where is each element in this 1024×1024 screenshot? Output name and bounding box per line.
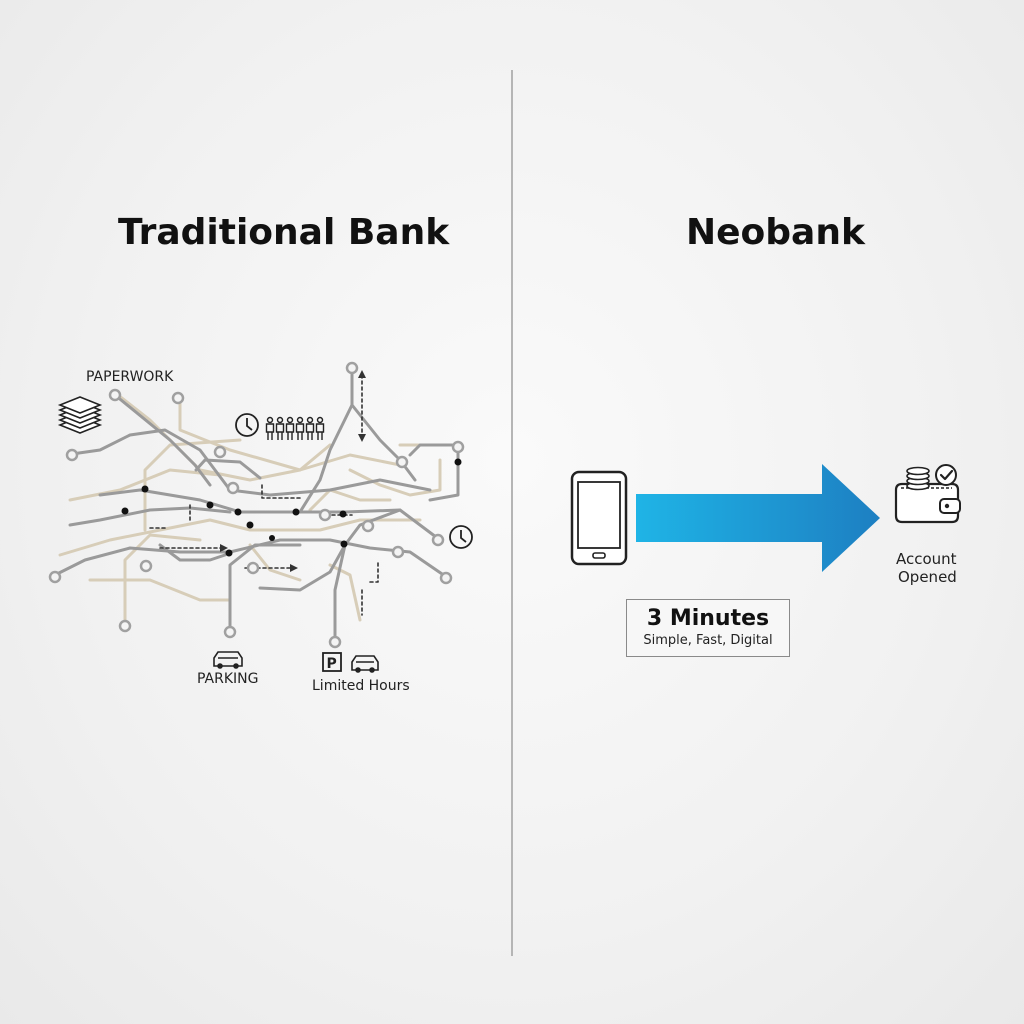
smartphone-icon (570, 470, 628, 566)
car-icon (213, 651, 243, 669)
clock-icon (235, 413, 259, 437)
coins-icon (906, 466, 930, 491)
time-box: 3 Minutes Simple, Fast, Digital (626, 599, 790, 657)
parking-sign-icon: P (322, 652, 342, 672)
clock-icon-2 (449, 525, 473, 549)
arrow-icon (636, 464, 880, 572)
paper-stack-icon (57, 396, 103, 434)
neobank-title: Neobank (686, 212, 865, 253)
wallet-icon (894, 464, 961, 524)
opened-label: Opened (898, 568, 957, 586)
time-tagline: Simple, Fast, Digital (643, 633, 773, 648)
limited-hours-label: Limited Hours (312, 678, 410, 694)
checkmark-icon (935, 464, 957, 486)
time-headline: 3 Minutes (646, 606, 770, 631)
svg-text:P: P (327, 656, 337, 672)
paperwork-label: PAPERWORK (86, 369, 174, 385)
process-maze: P (48, 361, 473, 673)
traditional-bank-title: Traditional Bank (118, 212, 450, 253)
center-divider (511, 70, 513, 956)
parking-label: PARKING (197, 671, 259, 687)
account-label: Account (896, 550, 957, 568)
car-icon-2 (351, 655, 379, 673)
people-queue-icon (265, 416, 325, 440)
